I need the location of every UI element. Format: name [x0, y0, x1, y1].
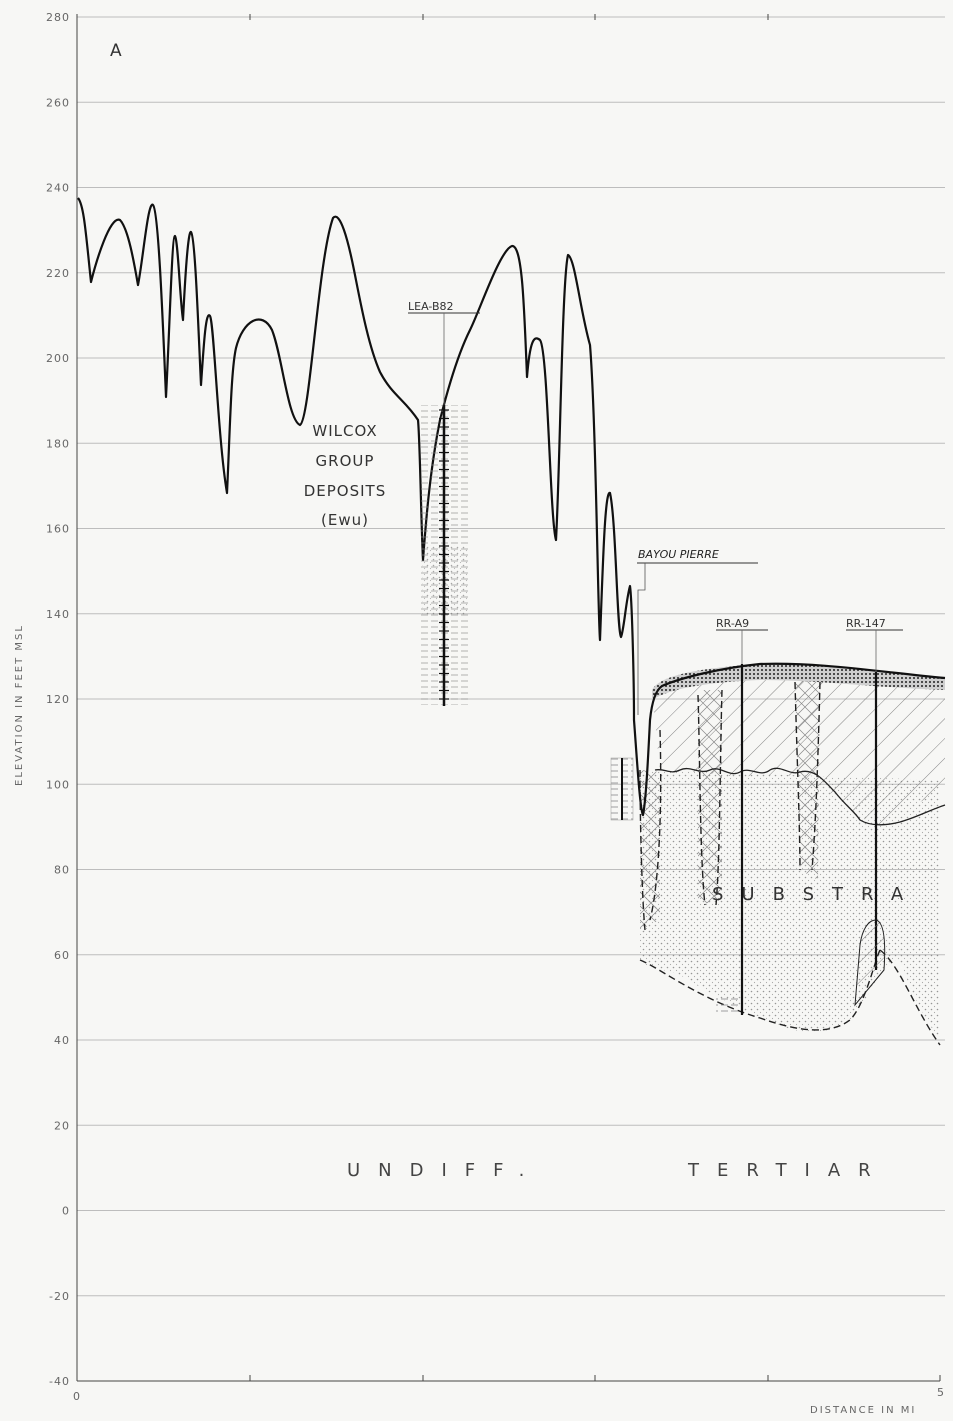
y-tick-label: 200: [46, 352, 70, 365]
y-tick-label: 100: [46, 778, 70, 791]
y-tick-label: 20: [54, 1119, 70, 1132]
boring-label-rr-147: RR-147: [846, 617, 886, 630]
dashed-contacts: [639, 681, 941, 1046]
y-tick-label: 280: [46, 11, 70, 24]
y-tick-label: 40: [54, 1034, 70, 1047]
y-tick-label: 220: [46, 267, 70, 280]
y-tick-label: 60: [54, 949, 70, 962]
y-tick-label: 80: [54, 864, 70, 877]
x-tick-0: 0: [73, 1390, 81, 1403]
wilcox-label-line3: DEPOSITS: [304, 482, 387, 500]
panel-label: A: [110, 41, 122, 61]
y-tick-label: -20: [49, 1290, 70, 1303]
axes-frame: [76, 14, 941, 1382]
y-tick-label: 120: [46, 693, 70, 706]
wilcox-label-line4: (Ewu): [321, 511, 369, 529]
y-axis-label: ELEVATION IN FEET MSL: [14, 624, 25, 786]
y-tick-label: -40: [49, 1375, 70, 1388]
alluvial-deposits: [640, 663, 945, 1040]
y-tick-label: 160: [46, 523, 70, 536]
boring-label-lea-b82: LEA-B82: [408, 300, 453, 313]
boring-label-rr-a9: RR-A9: [716, 617, 749, 630]
y-tick-label: 0: [62, 1205, 70, 1218]
y-tick-label: 260: [46, 96, 70, 109]
grid-lines: [77, 16, 945, 1297]
wilcox-label-line2: GROUP: [316, 452, 375, 470]
y-tick-label: 180: [46, 437, 70, 450]
wilcox-label: WILCOX GROUP DEPOSITS (Ewu): [304, 422, 387, 529]
tertiary-label: TERTIAR: [687, 1160, 889, 1181]
x-axis-label: DISTANCE IN MI: [810, 1405, 916, 1416]
boring-rr-a9: [716, 629, 768, 1015]
stratum-contact: [654, 767, 946, 826]
y-tick-label: 140: [46, 608, 70, 621]
wilcox-label-line1: WILCOX: [312, 422, 377, 440]
bayou-pierre-label: BAYOU PIERRE: [638, 548, 719, 561]
bayou-pierre-marker: [610, 562, 758, 821]
undiff-label: UNDIFF.: [347, 1160, 542, 1181]
substratum-label: SUBSTRA: [712, 884, 921, 905]
boring-lea-b82: [408, 312, 480, 706]
y-tick-label: 240: [46, 182, 70, 195]
y-tick-labels: 280260240220200180160140120100806040200-…: [46, 11, 70, 1388]
boring-rr-147: [846, 629, 903, 1007]
x-tick-5: 5: [937, 1386, 945, 1399]
